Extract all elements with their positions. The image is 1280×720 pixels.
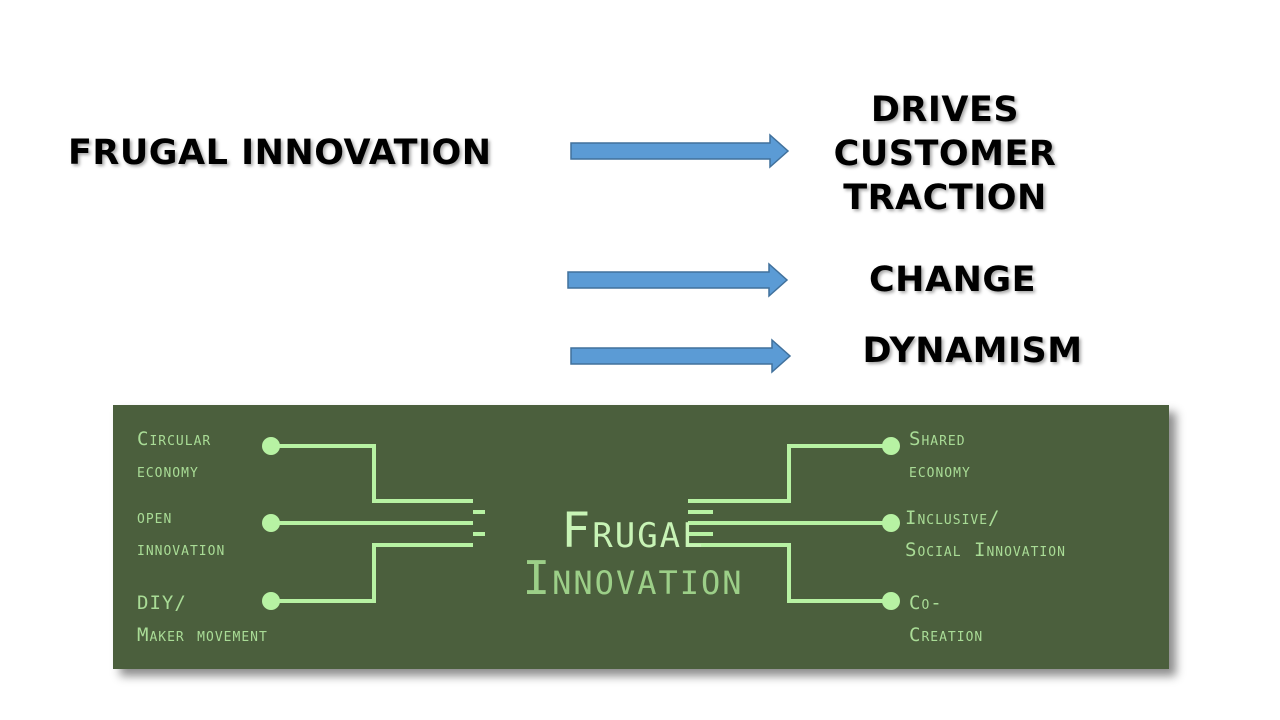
label-line: Shared xyxy=(909,428,966,450)
node-dot-icon xyxy=(882,514,900,532)
outcome-line: CUSTOMER xyxy=(833,134,1057,174)
node-dot-icon xyxy=(882,592,900,610)
label-line: Inclusive/ xyxy=(905,507,1001,529)
node-dot-icon xyxy=(262,437,280,455)
label-line: innovation xyxy=(137,538,226,560)
connector-lines xyxy=(262,437,900,610)
connector-diy-maker xyxy=(271,543,473,603)
label-open-innovation: open innovation xyxy=(137,501,225,565)
label-line: Maker movement xyxy=(137,624,268,646)
connector-circular-economy xyxy=(271,444,473,503)
label-circular-economy: Circular economy xyxy=(137,423,211,487)
frugal-innovation-diagram: Circular economy open innovation DIY/ Ma… xyxy=(113,405,1169,669)
arrow-right-icon xyxy=(570,338,792,374)
label-co-creation: Co- Creation xyxy=(909,587,983,651)
label-shared-economy: Shared economy xyxy=(909,423,971,487)
label-line: economy xyxy=(909,460,971,482)
outcome-line: TRACTION xyxy=(843,178,1047,218)
label-line: economy xyxy=(137,460,199,482)
label-line: DIY/ xyxy=(137,592,187,614)
label-line: open xyxy=(137,506,173,528)
label-inclusive-social: Inclusive/ Social Innovation xyxy=(905,502,1066,566)
outcome-line: DRIVES xyxy=(870,90,1020,130)
center-title-innovation: Innovation xyxy=(522,551,744,605)
label-line: Circular xyxy=(137,428,212,450)
arrow-right-icon xyxy=(567,262,789,298)
connector-shared-economy xyxy=(688,444,891,503)
connector-co-creation xyxy=(688,543,891,603)
outcome-dynamism: DYNAMISM xyxy=(862,331,1083,371)
arrow-right-icon xyxy=(570,133,790,169)
node-dot-icon xyxy=(262,592,280,610)
source-title: FRUGAL INNOVATION xyxy=(68,133,492,173)
node-dot-icon xyxy=(882,437,900,455)
outcome-change: CHANGE xyxy=(869,260,1036,300)
center-title-frugal: Frugal xyxy=(561,503,705,559)
label-line: Co- xyxy=(909,592,943,614)
label-line: Creation xyxy=(909,624,984,646)
label-diy-maker: DIY/ Maker movement xyxy=(137,587,268,651)
node-dot-icon xyxy=(262,514,280,532)
label-line: Social Innovation xyxy=(905,539,1066,561)
outcome-customer-traction: DRIVES CUSTOMER TRACTION xyxy=(800,88,1090,220)
